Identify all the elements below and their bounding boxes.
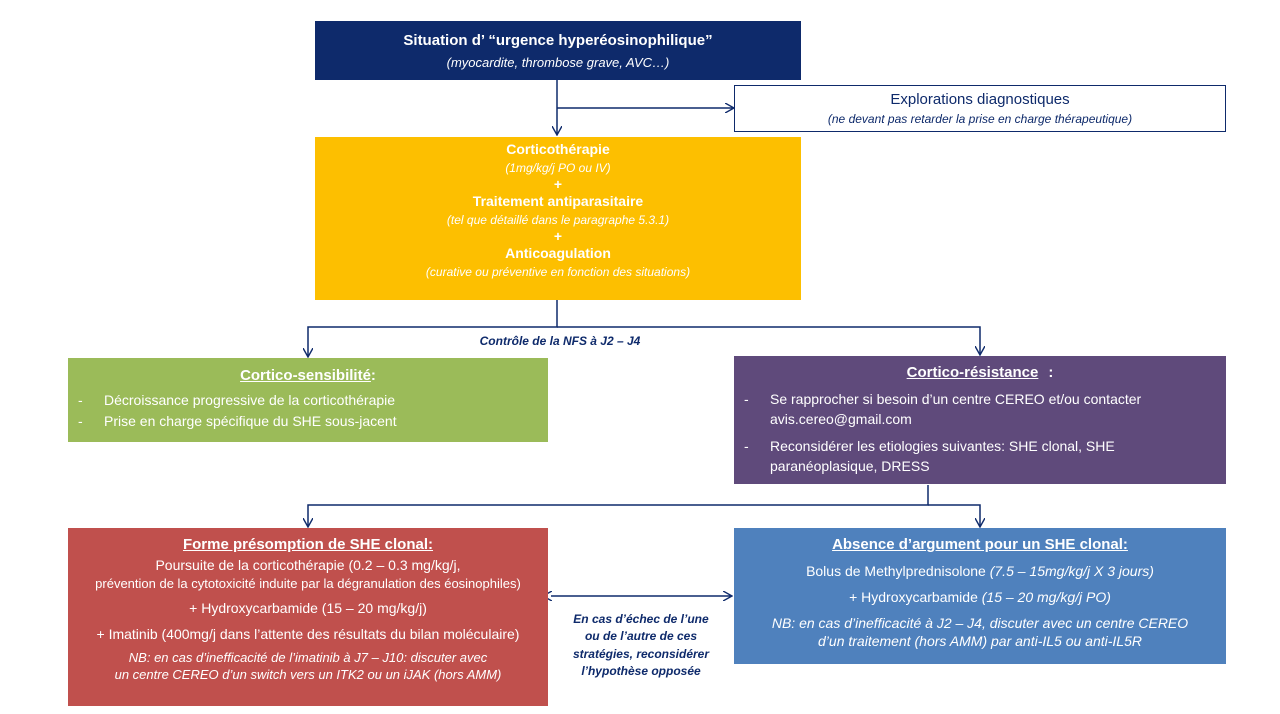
dash: - <box>744 391 749 407</box>
antiparasitic-note: (tel que détaillé dans le paragraphe 5.3… <box>446 212 670 227</box>
clonal-line-2: prévention de la cytotoxicité induite pa… <box>95 576 521 591</box>
plus-sign: + <box>553 227 563 244</box>
corticotherapy-title: Corticothérapie <box>506 141 610 157</box>
list-item: - Prise en charge spécifique du SHE sous… <box>68 413 548 429</box>
anticoagulation-note: (curative ou préventive en fonction des … <box>425 264 691 279</box>
dash: - <box>744 437 749 454</box>
non-clonal-she-title: Absence d’argument pour un SHE clonal: <box>832 536 1128 553</box>
dash: - <box>78 413 83 429</box>
list-item: - Reconsidérer les etiologies suivantes:… <box>734 436 1226 477</box>
explorations-box: Explorations diagnostiques (ne devant pa… <box>734 85 1226 132</box>
anticoagulation-title: Anticoagulation <box>505 245 611 261</box>
dash: - <box>78 392 83 408</box>
list-item-text: Décroissance progressive de la corticoth… <box>104 392 396 408</box>
cortico-sensitivity-title: Cortico-sensibilité <box>240 367 371 384</box>
non-clonal-line-1: Bolus de Methylprednisolone <box>806 563 990 579</box>
emergency-subtitle: (myocardite, thrombose grave, AVC…) <box>446 55 670 70</box>
non-clonal-she-box: Absence d’argument pour un SHE clonal: B… <box>734 528 1226 664</box>
antiparasitic-title: Traitement antiparasitaire <box>472 193 644 209</box>
list-item: - Décroissance progressive de la cortico… <box>68 392 548 408</box>
emergency-box: Situation d’ “urgence hyperéosinophiliqu… <box>315 21 801 80</box>
cortico-sensitivity-box: Cortico-sensibilité: - Décroissance prog… <box>68 358 548 442</box>
non-clonal-line-2-dose: (15 – 20 mg/kg/j PO) <box>981 589 1111 605</box>
explorations-title: Explorations diagnostiques <box>890 91 1070 108</box>
clonal-line-1: Poursuite de la corticothérapie (0.2 – 0… <box>155 557 461 573</box>
list-item: - Se rapprocher si besoin d’un centre CE… <box>734 389 1226 430</box>
clonal-line-3: + Hydroxycarbamide (15 – 20 mg/kg/j) <box>189 600 427 616</box>
list-item-text: Se rapprocher si besoin d’un centre CERE… <box>770 391 1142 428</box>
treatment-box: Corticothérapie (1mg/kg/j PO ou IV) + Tr… <box>315 137 801 300</box>
branch-to-resistance <box>557 326 980 354</box>
corticotherapy-dose: (1mg/kg/j PO ou IV) <box>505 160 611 175</box>
cortico-resistance-box: Cortico-résistance: - Se rapprocher si b… <box>734 356 1226 484</box>
clonal-nb-1: NB: en cas d’inefficacité de l’imatinib … <box>128 650 488 665</box>
list-item-text: Reconsidérer les etiologies suivantes: S… <box>770 437 1115 474</box>
cortico-resistance-title: Cortico-résistance <box>906 364 1039 381</box>
control-label: Contrôle de la NFS à J2 – J4 <box>479 334 641 348</box>
emergency-title: Situation d’ “urgence hyperéosinophiliqu… <box>403 32 713 49</box>
branch-resistance-to-nonclonal <box>928 504 980 526</box>
middle-note-line: ou de l’autre de ces <box>584 629 698 644</box>
title-colon: : <box>370 367 376 384</box>
non-clonal-nb-1: NB: en cas d’inefficacité à J2 – J4, dis… <box>771 615 1189 631</box>
clonal-she-title: Forme présomption de SHE clonal: <box>182 536 434 553</box>
non-clonal-line-1-dose: (7.5 – 15mg/kg/j X 3 jours) <box>989 563 1154 579</box>
branch-resistance-to-clonal <box>308 485 929 526</box>
clonal-nb-2: un centre CEREO d’un switch vers un ITK2… <box>114 667 502 682</box>
explorations-subtitle: (ne devant pas retarder la prise en char… <box>827 112 1133 126</box>
middle-note-line: stratégies, reconsidérer <box>572 646 710 661</box>
non-clonal-nb-2: d’un traitement (hors AMM) par anti-IL5 … <box>818 633 1142 649</box>
non-clonal-line-2: + Hydroxycarbamide <box>849 589 982 605</box>
title-colon: : <box>1048 364 1054 381</box>
middle-note-line: l’hypothèse opposée <box>581 664 701 679</box>
clonal-line-4: + Imatinib (400mg/j dans l’attente des r… <box>96 626 520 642</box>
middle-note: En cas d’échec de l’une ou de l’autre de… <box>555 611 727 681</box>
plus-sign: + <box>553 175 563 192</box>
branch-to-outcomes <box>308 300 558 356</box>
middle-note-line: En cas d’échec de l’une <box>573 612 709 626</box>
list-item-text: Prise en charge spécifique du SHE sous-j… <box>104 413 397 429</box>
clonal-she-box: Forme présomption de SHE clonal: Poursui… <box>68 528 548 706</box>
